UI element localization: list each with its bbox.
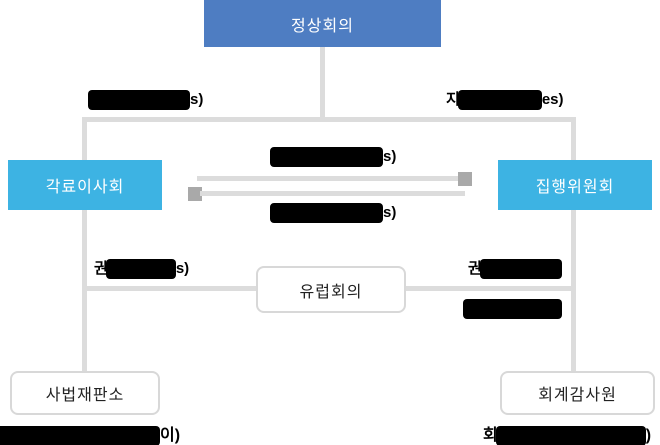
connector-left-lower — [82, 210, 87, 373]
arrowhead-left-icon — [188, 187, 202, 201]
caption-right: 회) — [483, 426, 651, 445]
redaction-bar — [479, 259, 562, 279]
edge-label-mid-bottom-suffix: s) — [383, 204, 397, 221]
edge-label-left-mid: 권 s) — [94, 259, 189, 279]
connector-left-upper — [82, 117, 87, 162]
caption-left: 이) — [0, 426, 180, 445]
node-european-council-label: 유럽회의 — [299, 283, 363, 301]
node-summit: 정상회의 — [204, 0, 441, 47]
edge-label-mid-bottom: s) — [270, 203, 396, 223]
connector-right-lower — [571, 210, 576, 373]
node-summit-label: 정상회의 — [291, 17, 354, 35]
edge-label-top-left: s) — [88, 90, 203, 110]
connector-right-upper — [571, 117, 576, 162]
redaction-bar — [457, 90, 542, 110]
node-commission: 집행위원회 — [498, 160, 652, 210]
redaction-bar — [463, 299, 562, 319]
node-court-of-auditors: 회계감사원 — [500, 371, 655, 415]
edge-label-left-mid-suffix: s) — [175, 260, 190, 277]
redaction-bar — [105, 259, 176, 279]
connector-europe-right — [405, 286, 576, 291]
connector-summit-down — [320, 47, 325, 120]
edge-label-right-mid-upper: 권 — [468, 259, 562, 279]
edge-label-top-right-suffix: es) — [541, 91, 564, 108]
node-court-of-justice-label: 사법재판소 — [45, 387, 125, 404]
redaction-bar — [270, 147, 383, 167]
redaction-bar — [0, 426, 160, 445]
node-commission-label: 집행위원회 — [535, 179, 615, 196]
redaction-bar — [495, 426, 646, 445]
arrow-left-line — [200, 191, 465, 196]
arrow-right-line — [197, 176, 462, 181]
connector-europe-left — [84, 286, 257, 291]
edge-label-right-mid-upper-prefix: 권 — [468, 260, 482, 277]
node-court-of-justice: 사법재판소 — [10, 371, 160, 415]
edge-label-mid-top: s) — [270, 147, 396, 167]
edge-label-right-mid-lower — [463, 299, 562, 319]
caption-left-suffix: 이) — [160, 427, 181, 444]
caption-right-suffix: ) — [645, 427, 652, 444]
node-court-of-auditors-label: 회계감사원 — [538, 387, 617, 404]
edge-label-left-mid-prefix: 권 — [94, 260, 108, 277]
edge-label-top-right-prefix: 지 — [446, 91, 460, 108]
caption-right-prefix: 회 — [483, 427, 498, 444]
connector-horizontal-top — [82, 117, 576, 122]
node-council-label: 각료이사회 — [45, 179, 125, 196]
node-european-council: 유럽회의 — [256, 266, 406, 313]
node-council: 각료이사회 — [8, 160, 162, 210]
edge-label-top-left-suffix: s) — [190, 91, 204, 108]
redaction-bar — [270, 203, 383, 223]
redaction-bar — [88, 90, 190, 110]
edge-label-mid-top-suffix: s) — [383, 148, 397, 165]
arrowhead-right-icon — [458, 172, 472, 186]
edge-label-top-right: 지 es) — [446, 90, 564, 110]
